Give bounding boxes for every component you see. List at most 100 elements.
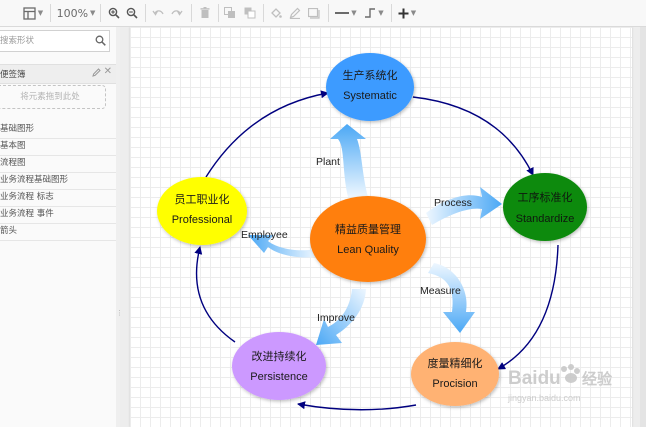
zoom-out-button[interactable] — [124, 0, 140, 26]
chevron-down-icon: ▼ — [351, 9, 357, 17]
undo-icon — [152, 10, 164, 16]
insert-button[interactable]: ▼ — [396, 0, 418, 26]
library-arrows[interactable]: 箭头 — [0, 223, 116, 241]
search-input[interactable] — [0, 31, 90, 51]
node-title-cn: 精益质量管理 — [335, 222, 401, 236]
node-persistence[interactable]: 改进持续化 Persistence — [232, 332, 326, 400]
node-center-lean-quality[interactable]: 精益质量管理 Lean Quality — [310, 196, 426, 282]
to-front-button[interactable] — [222, 0, 238, 26]
delete-button[interactable] — [197, 0, 213, 26]
library-basic-diagrams[interactable]: 基本图 — [0, 138, 116, 156]
library-bpmn-markers[interactable]: 业务流程 标志 — [0, 189, 116, 207]
measure-arrow — [428, 263, 475, 333]
connector-icon — [365, 8, 376, 18]
diagram-canvas[interactable]: Plant Process Measure Improve Employee 生… — [120, 27, 646, 427]
node-title-cn: 改进持续化 — [252, 349, 307, 363]
library-label: 箭头 — [0, 226, 18, 236]
improve-label: Improve — [317, 312, 355, 324]
plant-label: Plant — [316, 156, 340, 168]
node-standardize[interactable]: 工序标准化 Standardize — [503, 173, 587, 241]
chevron-down-icon: ▼ — [90, 9, 96, 17]
node-procision[interactable]: 度量精细化 Procision — [411, 342, 499, 406]
plus-icon — [398, 8, 409, 18]
library-label: 基本图 — [0, 141, 26, 151]
page-view-button[interactable]: ▼ — [20, 0, 46, 26]
employee-arrow — [248, 235, 316, 258]
cycle-arrow-professional-to-systematic — [205, 90, 329, 178]
chevron-down-icon: ▼ — [378, 9, 384, 17]
diagram-page[interactable]: Plant Process Measure Improve Employee 生… — [130, 27, 632, 427]
process-label: Process — [434, 197, 472, 209]
paint-bucket-icon — [271, 8, 282, 18]
library-bpmn-events[interactable]: 业务流程 事件 — [0, 206, 116, 224]
library-label: 业务流程基础图形 — [0, 175, 69, 185]
zoom-value: 100% — [56, 6, 89, 20]
cycle-arrows — [194, 90, 559, 411]
to-back-button[interactable] — [242, 0, 258, 26]
search-box — [0, 30, 110, 52]
line-style-select[interactable]: ▼ — [333, 0, 359, 26]
line-color-button[interactable] — [287, 0, 303, 26]
watermark-brand: Baidu — [508, 368, 561, 389]
close-icon[interactable]: ✕ — [103, 66, 112, 77]
shadow-icon — [308, 7, 320, 19]
node-title-en: Professional — [172, 214, 233, 226]
chevron-down-icon: ▼ — [410, 9, 417, 17]
cycle-arrow-standardize-to-procision — [497, 244, 559, 370]
plant-arrow — [330, 124, 368, 197]
measure-label: Measure — [420, 285, 461, 297]
edit-icon[interactable] — [92, 68, 101, 77]
node-title-cn: 工序标准化 — [518, 190, 573, 204]
redo-icon — [171, 10, 183, 16]
watermark-brand-cn: 经验 — [582, 370, 613, 388]
library-flowchart[interactable]: 流程图 — [0, 155, 116, 173]
node-title-cn: 员工职业化 — [175, 192, 230, 206]
paw-icon — [561, 364, 580, 383]
library-label: 业务流程 标志 — [0, 192, 54, 202]
connector-style-select[interactable]: ▼ — [361, 0, 387, 26]
chevron-down-icon: ▼ — [37, 9, 44, 17]
sidebar-splitter[interactable]: ⋮ — [116, 27, 123, 427]
diagram-svg: Plant Process Measure Improve Employee 生… — [157, 53, 613, 411]
page-view-icon — [23, 6, 36, 20]
node-title-en: Procision — [432, 378, 477, 390]
node-title-en: Persistence — [250, 371, 307, 383]
improve-arrow — [316, 289, 366, 345]
cycle-arrow-persistence-to-professional — [194, 246, 236, 343]
line-style-icon — [335, 12, 350, 14]
library-basic[interactable]: 基础图形 — [0, 121, 116, 139]
node-title-en: Standardize — [516, 213, 575, 225]
toolbar: ▼ 100% ▼ ▼ ▼ — [0, 0, 646, 27]
search-icon[interactable] — [95, 35, 106, 46]
zoom-select[interactable]: 100% ▼ — [56, 0, 96, 26]
library-label: 业务流程 事件 — [0, 209, 54, 219]
zoom-in-icon — [108, 7, 120, 19]
library-label: 基础图形 — [0, 124, 35, 134]
zoom-out-icon — [126, 7, 138, 19]
zoom-in-button[interactable] — [106, 0, 122, 26]
library-bpmn-basic[interactable]: 业务流程基础图形 — [0, 172, 116, 190]
scratchpad-dropzone[interactable]: 将元素拖到此处 — [0, 85, 106, 109]
fill-color-button[interactable] — [268, 0, 284, 26]
node-title-cn: 度量精细化 — [428, 356, 483, 370]
shape-sidebar: 便签簿 ✕ 将元素拖到此处 基础图形 基本图 流程图 业务流程基础图形 业务流程… — [0, 27, 117, 427]
vertical-scrollbar[interactable] — [640, 27, 646, 427]
library-label: 流程图 — [0, 158, 26, 168]
cycle-arrow-procision-to-persistence — [297, 401, 417, 411]
scratchpad-title: 便签簿 — [0, 70, 26, 80]
shadow-button[interactable] — [306, 0, 322, 26]
cycle-arrow-systematic-to-standardize — [412, 96, 534, 176]
watermark-url: jingyan.baidu.com — [507, 393, 581, 403]
node-professional[interactable]: 员工职业化 Professional — [157, 177, 247, 245]
process-arrow — [426, 187, 502, 225]
scratchpad-header[interactable]: 便签簿 ✕ — [0, 64, 116, 84]
redo-button[interactable] — [169, 0, 185, 26]
splitter-grip-icon: ⋮ — [116, 309, 123, 317]
node-systematic[interactable]: 生产系统化 Systematic — [326, 53, 414, 121]
undo-button[interactable] — [150, 0, 166, 26]
bring-to-front-icon — [224, 7, 235, 18]
send-to-back-icon — [244, 7, 256, 19]
watermark: Baidu 经验 jingyan.baidu.com — [507, 364, 613, 403]
node-title-cn: 生产系统化 — [343, 68, 398, 82]
employee-label: Employee — [241, 229, 288, 241]
